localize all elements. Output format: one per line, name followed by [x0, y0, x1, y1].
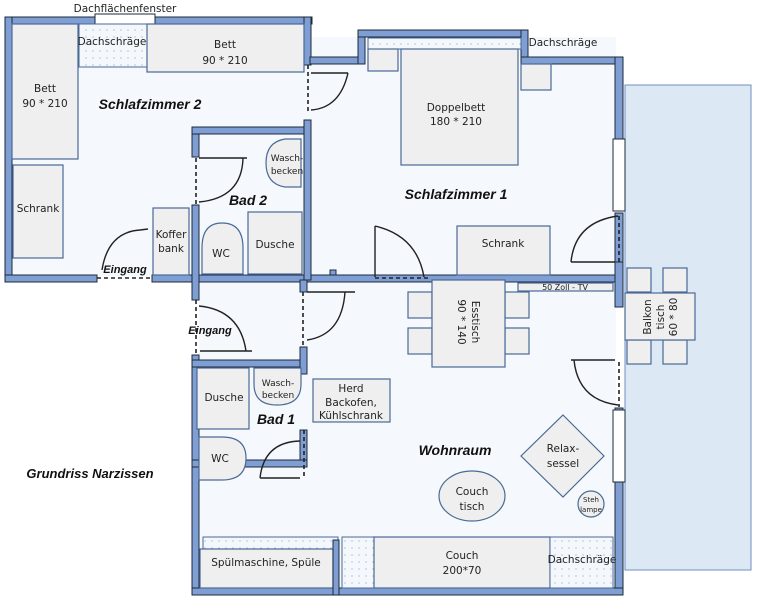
kitchen-label-3: Kühlschrank: [319, 410, 384, 422]
shower-bad2: [247, 211, 303, 275]
nightstand-left: [367, 48, 399, 72]
sink-bad1: [253, 367, 302, 406]
double-bed-label: Doppelbett: [427, 102, 486, 114]
couch: [373, 536, 551, 589]
kitchen-stove-fridge: [312, 378, 391, 423]
balcony-table-label: Balkon: [642, 299, 654, 334]
sloped-ceiling-wohn-left: [341, 536, 375, 589]
bed-top: [146, 23, 305, 73]
kitchen-label-2: Backofen,: [325, 397, 377, 409]
window-sz1: [612, 138, 626, 212]
coffee-table: [438, 470, 506, 522]
nightstand-right: [520, 63, 552, 91]
balcony-chair-3: [626, 339, 652, 365]
luggage-bench: [152, 207, 190, 276]
double-bed-size: 180 * 210: [430, 116, 482, 128]
floor-lamp: [577, 490, 605, 518]
sink-bad2-label: Wasch-: [271, 154, 303, 164]
door-sz1[interactable]: [374, 225, 425, 278]
balcony-table: [624, 292, 696, 341]
tv: [517, 282, 614, 292]
wardrobe-sz1: [456, 225, 551, 276]
wardrobe-sz2-label: Schrank: [17, 203, 60, 215]
coffee-table-label: Couch: [456, 486, 489, 498]
double-bed: [400, 48, 519, 166]
sloped-ceiling-sz2-label: Dachschräge: [78, 36, 147, 48]
room-wohnraum: Wohnraum: [419, 442, 492, 458]
dining-table-label: Esstisch: [469, 301, 481, 344]
bed-left-label: Bett: [34, 83, 56, 95]
relax-chair: [520, 414, 605, 498]
shower-bad1-label: Dusche: [204, 392, 243, 404]
shower-bad1: [196, 367, 250, 430]
balcony-chair-4: [662, 339, 688, 365]
relax-chair-label-2: sessel: [547, 458, 579, 470]
sloped-ceiling-sz1: [367, 37, 522, 50]
bed-left: [11, 23, 79, 160]
dining-table-size: 90 * 140: [455, 299, 467, 344]
room-bad2: Bad 2: [229, 192, 267, 208]
sink-bad1-label: Wasch-: [262, 379, 294, 389]
sink-bad2: [265, 138, 302, 188]
room-schlafzimmer1: Schlafzimmer 1: [405, 186, 508, 202]
bed-top-size: 90 * 210: [202, 55, 247, 67]
sink-bad2-label-2: becken: [271, 167, 303, 177]
dining-table: [431, 279, 506, 368]
door-balcony-wohn[interactable]: [571, 359, 619, 406]
bed-top-label: Bett: [214, 39, 236, 51]
kitchen-label-1: Herd: [338, 383, 363, 395]
label-eingang-top: Eingang: [103, 264, 147, 276]
door-balcony-sz1[interactable]: [570, 215, 619, 263]
label-eingang-mid: Eingang: [188, 325, 232, 337]
toilet-bad1-label: WC: [211, 453, 229, 465]
toilet-bad2: [201, 222, 244, 275]
floor-lamp-label: Steh: [583, 496, 599, 504]
door-bad2[interactable]: [198, 157, 247, 203]
sink-bad1-label-2: becken: [262, 391, 294, 401]
sloped-ceiling-wohn-right: [549, 536, 614, 589]
couch-size: 200*70: [443, 565, 482, 577]
door-entrance-sz2[interactable]: [101, 228, 149, 271]
balcony-chair-1: [626, 267, 652, 293]
coffee-table-label-2: tisch: [460, 501, 485, 513]
wardrobe-sz1-label: Schrank: [482, 238, 525, 250]
roof-window-label: Dachflächenfenster: [74, 3, 177, 15]
door-entrance-main[interactable]: [198, 305, 252, 352]
balcony-table-size: 60 * 80: [668, 298, 680, 337]
floor-lamp-label-2: lampe: [580, 506, 602, 514]
tv-label: 50 Zoll - TV: [542, 283, 588, 292]
roof-window: [94, 13, 156, 25]
door-sz2[interactable]: [310, 72, 349, 111]
balcony-table-label-2: tisch: [655, 305, 667, 330]
dining-chairs: [407, 291, 530, 355]
relax-chair-label: Relax-: [547, 443, 580, 455]
toilet-bad1: [198, 436, 247, 481]
walls: [4, 16, 624, 596]
toilet-bad2-label: WC: [212, 248, 230, 260]
sloped-ceiling-wohn-label: Dachschräge: [548, 554, 617, 566]
shower-bad2-label: Dusche: [255, 239, 294, 251]
luggage-bench-label: Koffer: [156, 229, 187, 241]
door-wohnraum-hall[interactable]: [306, 291, 355, 341]
bed-left-size: 90 * 210: [22, 98, 67, 110]
couch-label: Couch: [446, 550, 479, 562]
room-schlafzimmer2: Schlafzimmer 2: [99, 96, 202, 112]
sloped-ceiling-sz1-label: Dachschräge: [529, 37, 598, 49]
dishwasher-sink-label: Spülmaschine, Spüle: [211, 557, 321, 569]
wardrobe-sz2: [12, 164, 64, 259]
luggage-bench-label-2: bank: [158, 243, 185, 255]
door-bad1[interactable]: [259, 440, 301, 479]
room-bad1: Bad 1: [257, 411, 295, 427]
window-wohn: [612, 409, 626, 483]
balcony-chair-2: [662, 267, 688, 293]
plan-title: Grundriss Narzissen: [26, 466, 153, 481]
sloped-ceiling-kitchen: [202, 536, 339, 550]
